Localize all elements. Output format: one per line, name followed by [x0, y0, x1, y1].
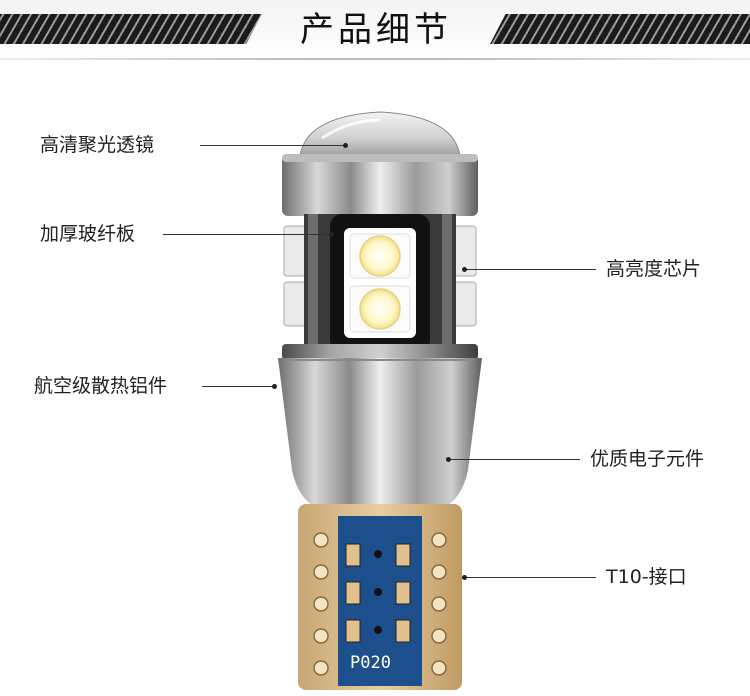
callout-heatsink: 航空级散热铝件 — [34, 375, 168, 397]
callout-chip: 高亮度芯片 — [606, 258, 702, 280]
callout-dot-chip — [462, 267, 467, 272]
callout-dot-heatsink — [272, 384, 277, 389]
callout-fiberglass: 加厚玻纤板 — [40, 223, 136, 245]
pcb-base — [298, 504, 462, 690]
lens — [299, 111, 461, 157]
collar — [282, 344, 478, 360]
callout-line-interface — [466, 577, 596, 578]
callout-dot-lens — [343, 143, 348, 148]
header-stripe-left — [0, 14, 262, 44]
callout-dot-fiberglass — [329, 232, 334, 237]
callout-electronics: 优质电子元件 — [590, 448, 705, 470]
page-title: 产品细节 — [300, 10, 452, 50]
header-stripe-right — [490, 14, 750, 44]
callout-line-chip — [466, 269, 596, 270]
callout-interface: T10-接口 — [606, 566, 687, 588]
callout-line-lens — [200, 145, 346, 146]
header-divider — [0, 58, 750, 60]
callout-line-electronics — [450, 459, 580, 460]
heatsink-body — [278, 358, 482, 510]
callout-lens: 高清聚光透镜 — [40, 134, 155, 156]
callout-dot-interface — [462, 575, 467, 580]
callout-dot-electronics — [446, 457, 451, 462]
pcb-code-label: P020 — [350, 653, 391, 673]
led-chip-module — [330, 214, 430, 352]
callout-line-heatsink — [202, 386, 276, 387]
callout-line-fiberglass — [163, 234, 331, 235]
header-banner: 产品细节 — [0, 0, 750, 62]
